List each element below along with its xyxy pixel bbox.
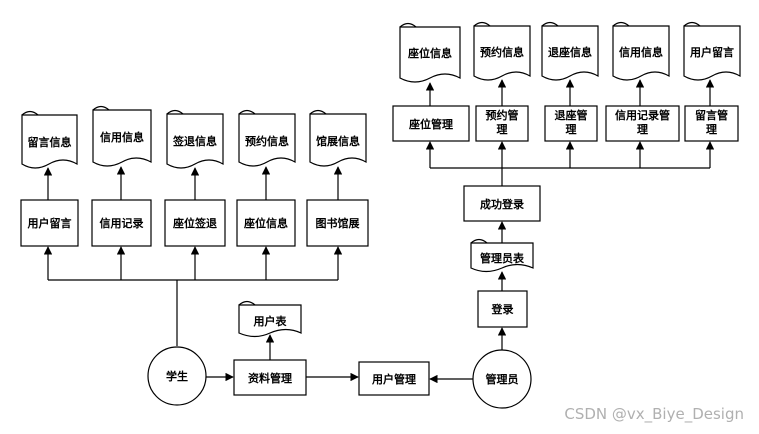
student-function-5: 图书馆展	[306, 199, 369, 247]
student-store-5-top-curl	[309, 109, 327, 115]
admin-function-4-label-line1: 信用记录管	[615, 108, 670, 122]
student-function-5-label: 图书馆展	[316, 216, 361, 230]
admin-store-5-top-curl	[683, 21, 701, 27]
student-function-1-label: 用户留言	[28, 216, 72, 230]
admin-store-1: 座位信息	[399, 22, 461, 83]
student-store-2-top-curl	[92, 105, 110, 111]
admin-store-5: 用户留言	[683, 21, 741, 81]
user-manage-box: 用户管理	[358, 361, 430, 396]
admin-store-1-top-curl	[399, 22, 417, 28]
admin-function-3-label-line2: 理	[566, 123, 577, 136]
student-function-3-label: 座位签退	[172, 216, 217, 230]
student-store-5: 馆展信息	[309, 109, 367, 167]
admin-function-1-label: 座位管理	[408, 117, 453, 131]
student-function-1: 用户留言	[20, 199, 79, 247]
student-function-3: 座位签退	[164, 199, 226, 247]
student-store-4-top-curl	[238, 109, 256, 115]
student-store-2-label: 信用信息	[100, 130, 144, 144]
student-store-2: 信用信息	[92, 105, 152, 167]
student-store-3: 签退信息	[166, 109, 224, 169]
profile-manage-label: 资料管理	[248, 371, 292, 385]
admin-table-label: 管理员表	[480, 251, 525, 265]
student-store-4-label: 预约信息	[245, 134, 289, 148]
user-table-label: 用户表	[254, 314, 288, 328]
user-table-store: 用户表	[238, 300, 302, 338]
student-entity: 学生	[147, 346, 207, 406]
student-function-2-label: 信用记录	[100, 216, 144, 230]
admin-function-2-label-line1: 预约管	[486, 108, 519, 122]
admin-store-1-label: 座位信息	[407, 46, 452, 60]
admin-store-3-top-curl	[541, 21, 559, 27]
student-store-1-label: 留言信息	[28, 135, 72, 149]
admin-function-3-label-line1: 退座管	[555, 108, 588, 122]
admin-function-5: 留言管 理	[684, 105, 739, 142]
admin-store-4-top-curl	[612, 21, 630, 27]
csdn-watermark: CSDN @vx_Biye_Design	[564, 405, 744, 424]
admin-store-2-top-curl	[473, 21, 491, 27]
admin-function-3: 退座管 理	[544, 105, 598, 142]
student-function-4-label: 座位信息	[243, 216, 288, 230]
student-store-3-top-curl	[166, 109, 184, 115]
admin-function-2: 预约管 理	[475, 105, 529, 142]
login-success-box: 成功登录	[463, 185, 541, 222]
login-success-label: 成功登录	[480, 197, 524, 211]
user-table-top-curl	[238, 300, 256, 306]
admin-store-2: 预约信息	[473, 21, 531, 81]
admin-function-1: 座位管理	[392, 105, 470, 142]
admin-store-4: 信用信息	[612, 21, 670, 81]
admin-store-3: 退座信息	[541, 21, 599, 81]
student-store-5-label: 馆展信息	[316, 134, 360, 148]
student-function-4: 座位信息	[236, 199, 296, 247]
admin-store-2-label: 预约信息	[480, 45, 524, 59]
student-store-3-label: 签退信息	[172, 134, 217, 148]
student-function-2: 信用记录	[91, 199, 152, 247]
profile-manage-box: 资料管理	[233, 359, 307, 396]
user-manage-label: 用户管理	[372, 372, 416, 386]
login-box: 登录	[477, 290, 528, 328]
admin-function-4: 信用记录管 理	[605, 105, 680, 142]
student-entity-label: 学生	[166, 369, 188, 383]
login-label: 登录	[491, 302, 514, 316]
admin-function-5-label-line1: 留言管	[695, 108, 728, 122]
admin-table-top-curl	[470, 238, 488, 244]
student-store-1-top-curl	[21, 110, 39, 116]
admin-store-5-label: 用户留言	[690, 45, 734, 59]
admin-function-5-label-line2: 理	[706, 123, 717, 136]
student-store-4: 预约信息	[238, 109, 296, 167]
admin-function-4-label-line2: 理	[637, 123, 648, 136]
admin-store-3-label: 退座信息	[548, 45, 592, 59]
admin-entity: 管理员	[472, 349, 532, 409]
admin-table-store: 管理员表	[470, 238, 534, 273]
admin-entity-label: 管理员	[486, 372, 519, 386]
admin-function-2-label-line2: 理	[497, 123, 508, 136]
student-store-1: 留言信息	[21, 110, 78, 169]
admin-store-4-label: 信用信息	[619, 45, 663, 59]
